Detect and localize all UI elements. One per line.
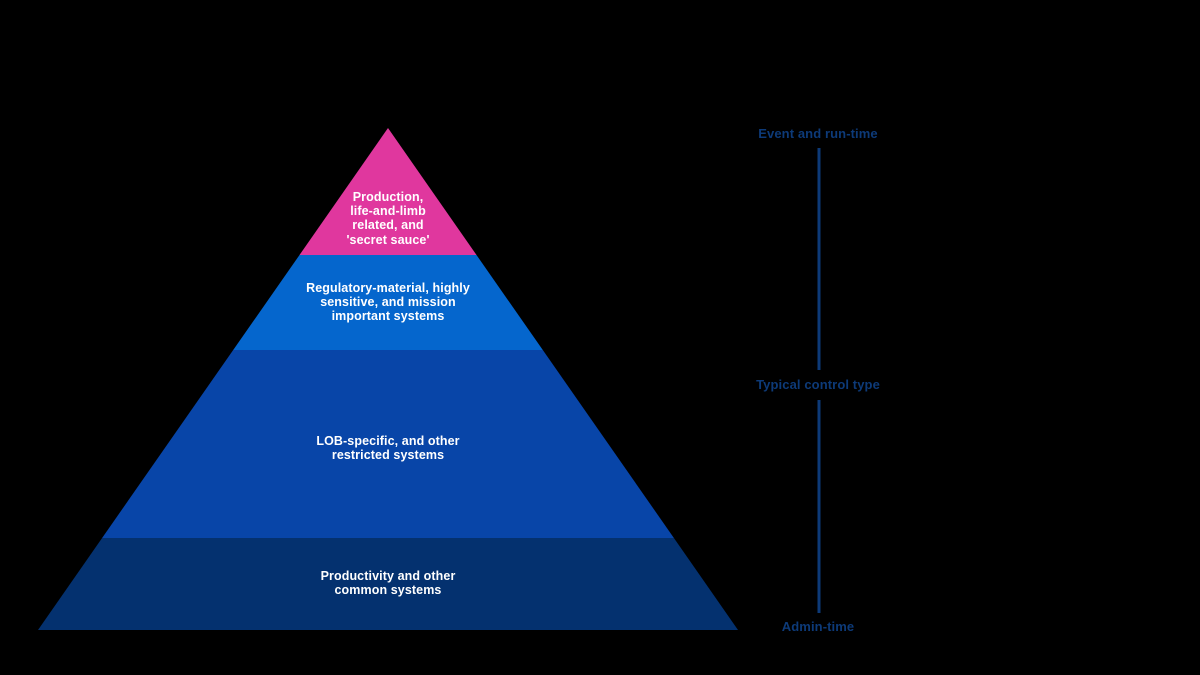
pyramid-tier-4-label: Productivity and other common systems [320,569,456,598]
pyramid-tier-2-shape [233,255,543,350]
pyramid-tier-1-shape [299,128,477,255]
axis-label-event-and-run-time: Event and run-time [758,126,878,141]
axis-label-admin-time: Admin-time [781,619,855,634]
pyramid-tier-3-label: LOB-specific, and other restricted syste… [316,434,460,463]
pyramid-tier-1-label: Production, life-and-limb related, and '… [346,190,430,247]
control-axis-line-upper [817,148,821,370]
pyramid-tier-4-shape [38,538,738,630]
axis-label-typical-control-type: Typical control type [756,377,880,392]
pyramid-tier-3-shape [102,350,674,538]
control-axis-line-lower [817,400,821,613]
pyramid-tier-2-label: Regulatory-material, highly sensitive, a… [306,281,470,324]
